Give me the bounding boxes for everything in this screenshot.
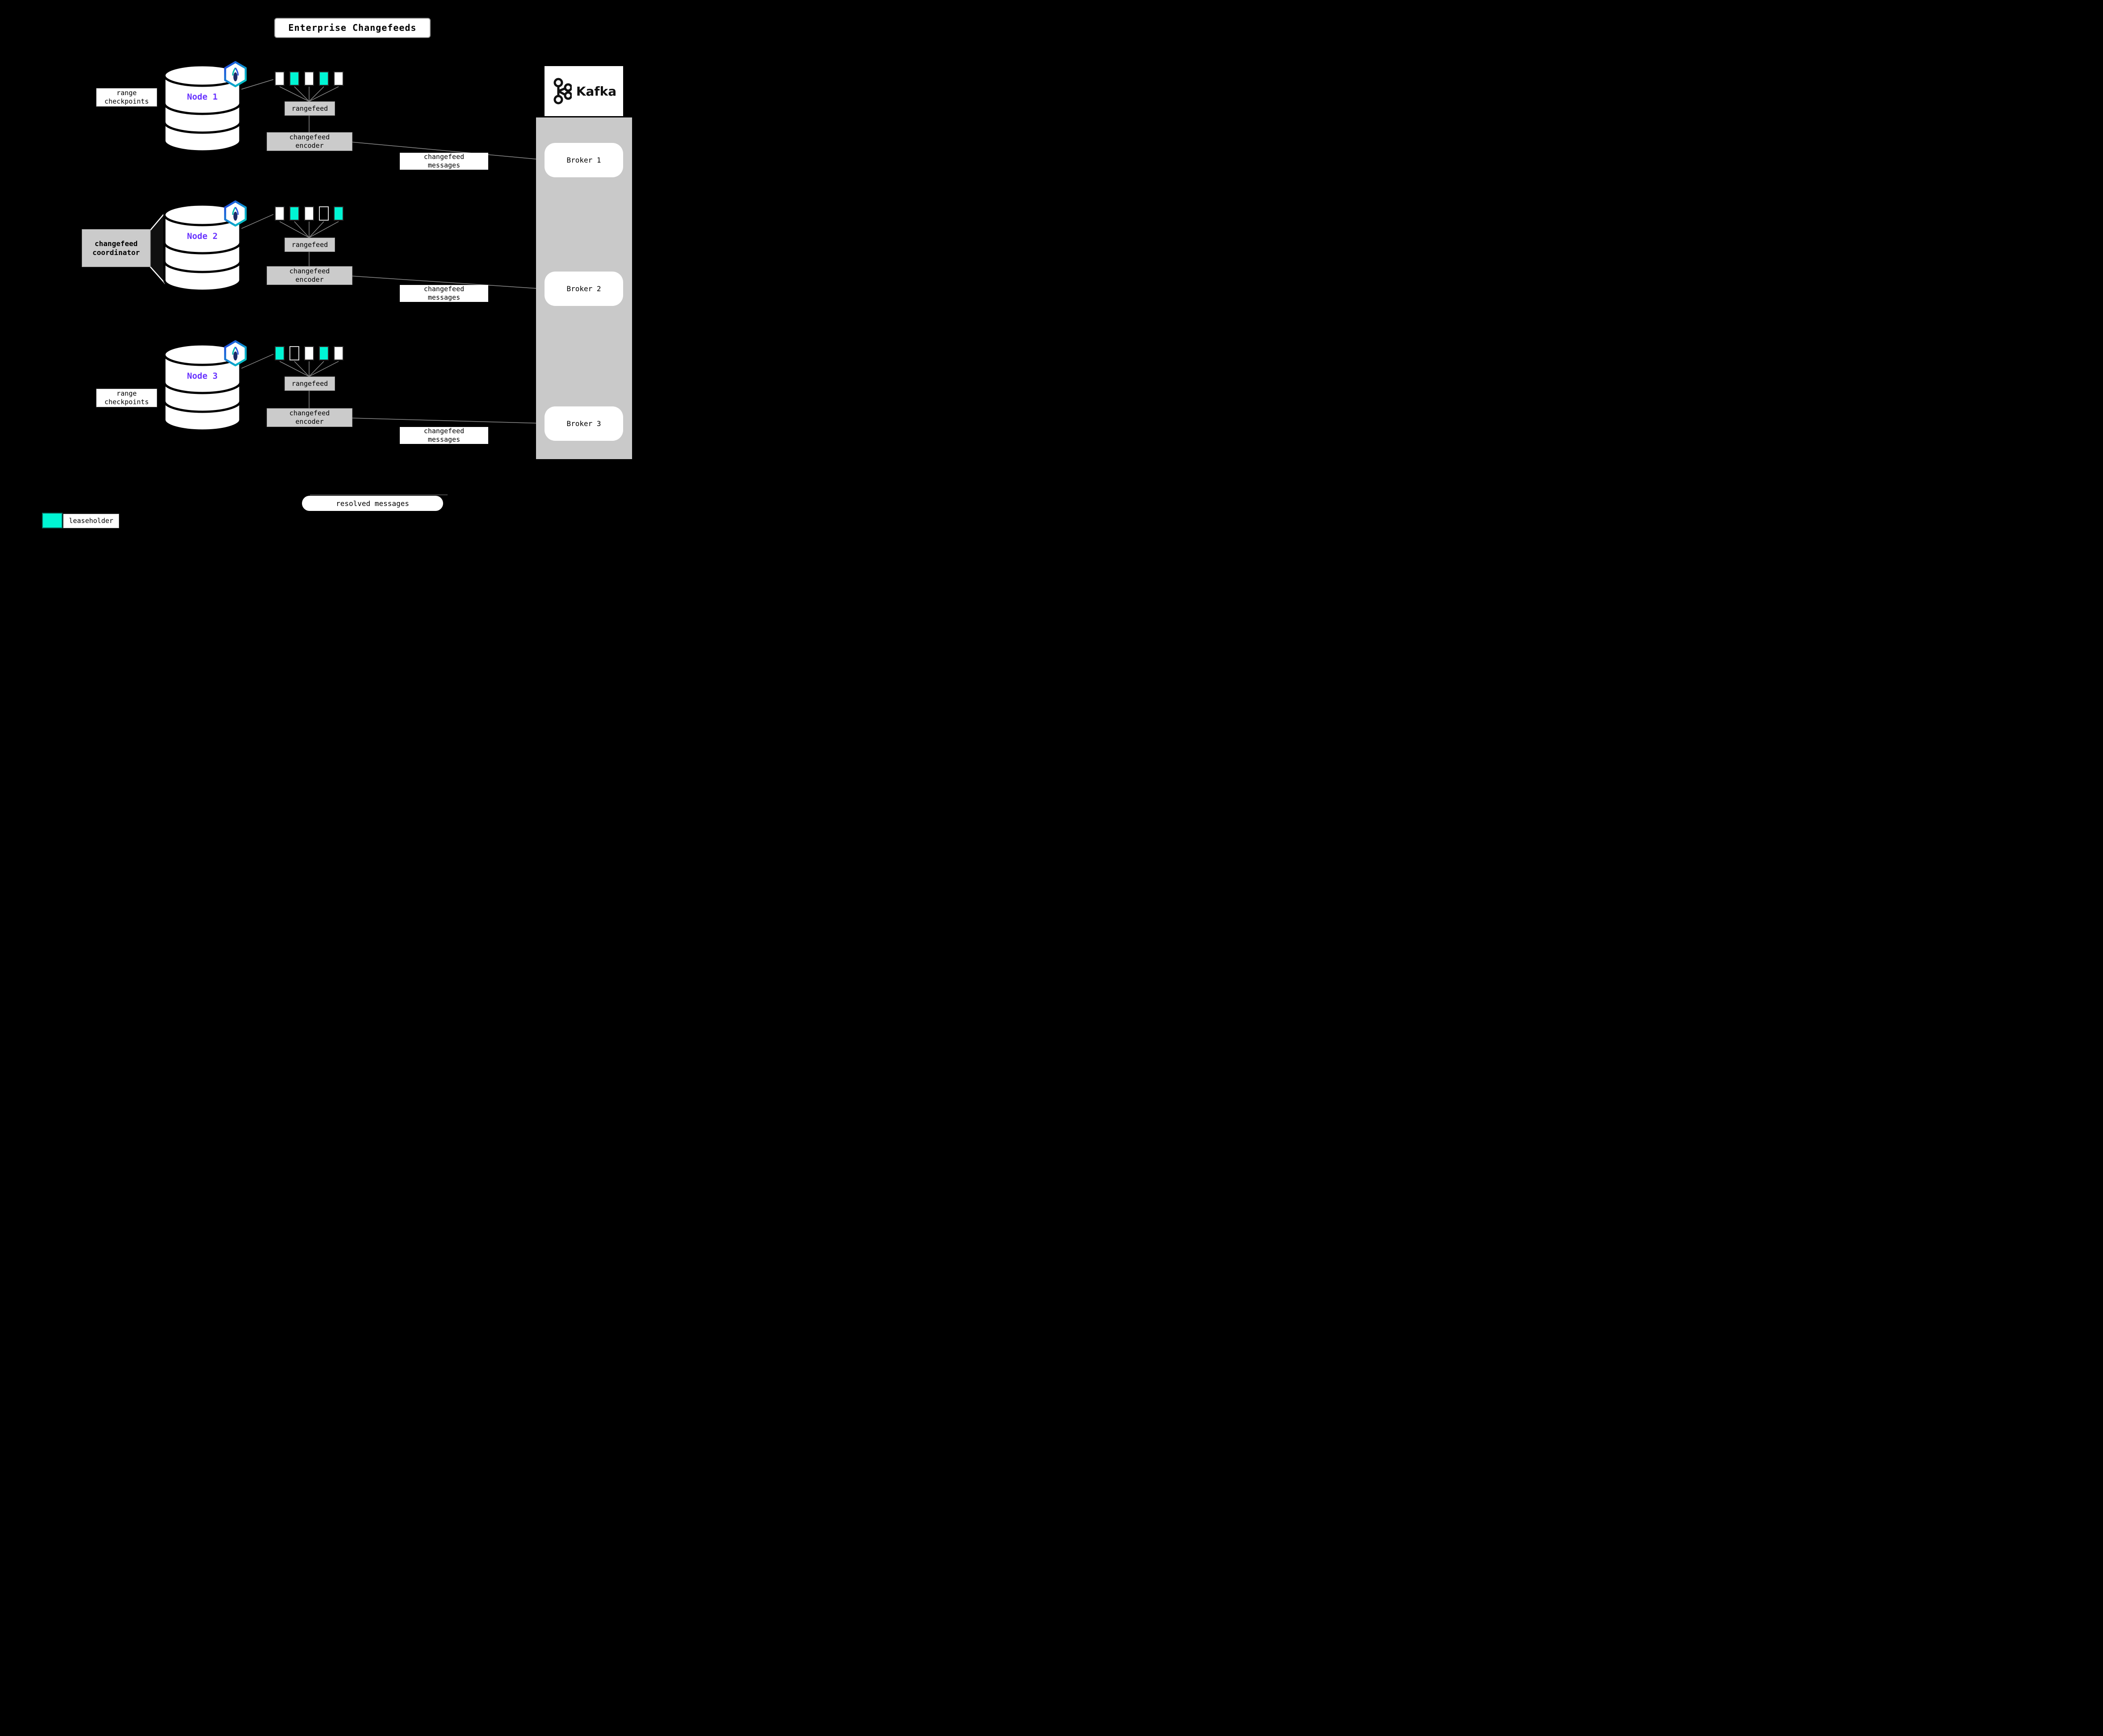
cockroachdb-icon <box>224 61 247 88</box>
changefeed-messages-2-line2: messages <box>427 293 461 301</box>
node-1-side-line2: checkpoints <box>104 97 149 105</box>
node-3-encoder-line2: encoder <box>295 418 324 426</box>
changefeed-messages-label-2: changefeed messages <box>400 285 488 302</box>
range-leaseholder <box>289 206 299 221</box>
range-follower <box>334 71 344 86</box>
broker-3: Broker 3 <box>545 406 623 441</box>
legend-leaseholder-swatch <box>42 513 63 528</box>
node-2-rangefeed-box: rangefeed <box>285 238 335 252</box>
diagram-title: Enterprise Changefeeds <box>274 18 431 38</box>
changefeed-messages-3-line2: messages <box>427 435 461 443</box>
broker-2: Broker 2 <box>545 272 623 306</box>
node-3-changefeed-encoder-box: changefeed encoder <box>267 408 352 427</box>
node-3-encoder-line1: changefeed <box>289 409 330 418</box>
node-2-encoder-line1: changefeed <box>289 267 330 276</box>
kafka-logo-icon <box>553 78 572 105</box>
range-follower <box>275 206 285 221</box>
node-3-label: Node 3 <box>187 371 218 381</box>
changefeed-messages-label-3: changefeed messages <box>400 427 488 444</box>
kafka-header: Kafka <box>545 66 623 116</box>
broker-3-label: Broker 3 <box>566 419 601 428</box>
range-leaseholder <box>289 71 299 86</box>
changefeed-messages-1-line2: messages <box>427 161 461 169</box>
kafka-label: Kafka <box>576 84 617 99</box>
range-follower <box>304 206 314 221</box>
changefeed-messages-1-line1: changefeed <box>423 153 465 161</box>
node-1-ranges <box>275 71 344 86</box>
range-leaseholder <box>319 346 329 360</box>
changefeed-messages-label-1: changefeed messages <box>400 153 488 170</box>
node-1-encoder-line1: changefeed <box>289 133 330 142</box>
node-1-rangefeed-label: rangefeed <box>291 104 328 113</box>
node-3-ranges <box>275 346 344 360</box>
node-2-encoder-line2: encoder <box>295 276 324 284</box>
range-follower <box>304 71 314 86</box>
node-2-changefeed-encoder-box: changefeed encoder <box>267 266 352 285</box>
node-3-range-checkpoints-label: range checkpoints <box>96 389 157 407</box>
connector-lines <box>149 79 545 495</box>
node-2-ranges <box>275 206 344 221</box>
resolved-messages-label: resolved messages <box>336 499 409 508</box>
range-empty <box>289 346 299 360</box>
node-1-label: Node 1 <box>187 92 218 102</box>
range-follower <box>304 346 314 360</box>
cockroachdb-icon <box>224 340 247 367</box>
node-3-side-line1: range <box>116 389 137 398</box>
node-1-changefeed-encoder-box: changefeed encoder <box>267 132 352 151</box>
resolved-messages-pill: resolved messages <box>302 496 443 511</box>
node-3-rangefeed-label: rangefeed <box>291 379 328 388</box>
node-1-encoder-line2: encoder <box>295 142 324 150</box>
changefeed-messages-3-line1: changefeed <box>423 427 465 435</box>
node-2-rangefeed-label: rangefeed <box>291 240 328 249</box>
diagram-title-text: Enterprise Changefeeds <box>288 22 417 33</box>
node-3-database-cylinder <box>163 343 242 432</box>
legend-leaseholder-label: leaseholder <box>63 514 119 528</box>
changefeed-messages-2-line1: changefeed <box>423 285 465 293</box>
coordinator-flag <box>149 212 165 284</box>
changefeed-coordinator-box: changefeed coordinator <box>82 229 151 267</box>
range-leaseholder <box>275 346 285 360</box>
range-follower <box>334 346 344 360</box>
range-leaseholder <box>319 71 329 86</box>
cockroachdb-icon <box>224 200 247 227</box>
broker-2-label: Broker 2 <box>566 284 601 293</box>
legend-label-text: leaseholder <box>69 517 113 525</box>
range-follower <box>275 71 285 86</box>
node-3-rangefeed-box: rangefeed <box>285 376 335 391</box>
node-2-database-cylinder <box>163 203 242 292</box>
diagram-canvas: Enterprise Changefeeds Kafka Broker 1 Br… <box>0 0 700 578</box>
node-2-label: Node 2 <box>187 231 218 241</box>
node-1-side-line1: range <box>116 89 137 97</box>
broker-1-label: Broker 1 <box>566 156 601 164</box>
range-leaseholder <box>334 206 344 221</box>
node-1-range-checkpoints-label: range checkpoints <box>96 88 157 107</box>
node-2-side-line1: changefeed <box>94 239 138 248</box>
node-1-database-cylinder <box>163 64 242 153</box>
broker-1: Broker 1 <box>545 143 623 177</box>
node-3-side-line2: checkpoints <box>104 398 149 406</box>
range-empty <box>319 206 329 221</box>
node-2-side-line2: coordinator <box>92 248 140 257</box>
node-1-rangefeed-box: rangefeed <box>285 101 335 116</box>
